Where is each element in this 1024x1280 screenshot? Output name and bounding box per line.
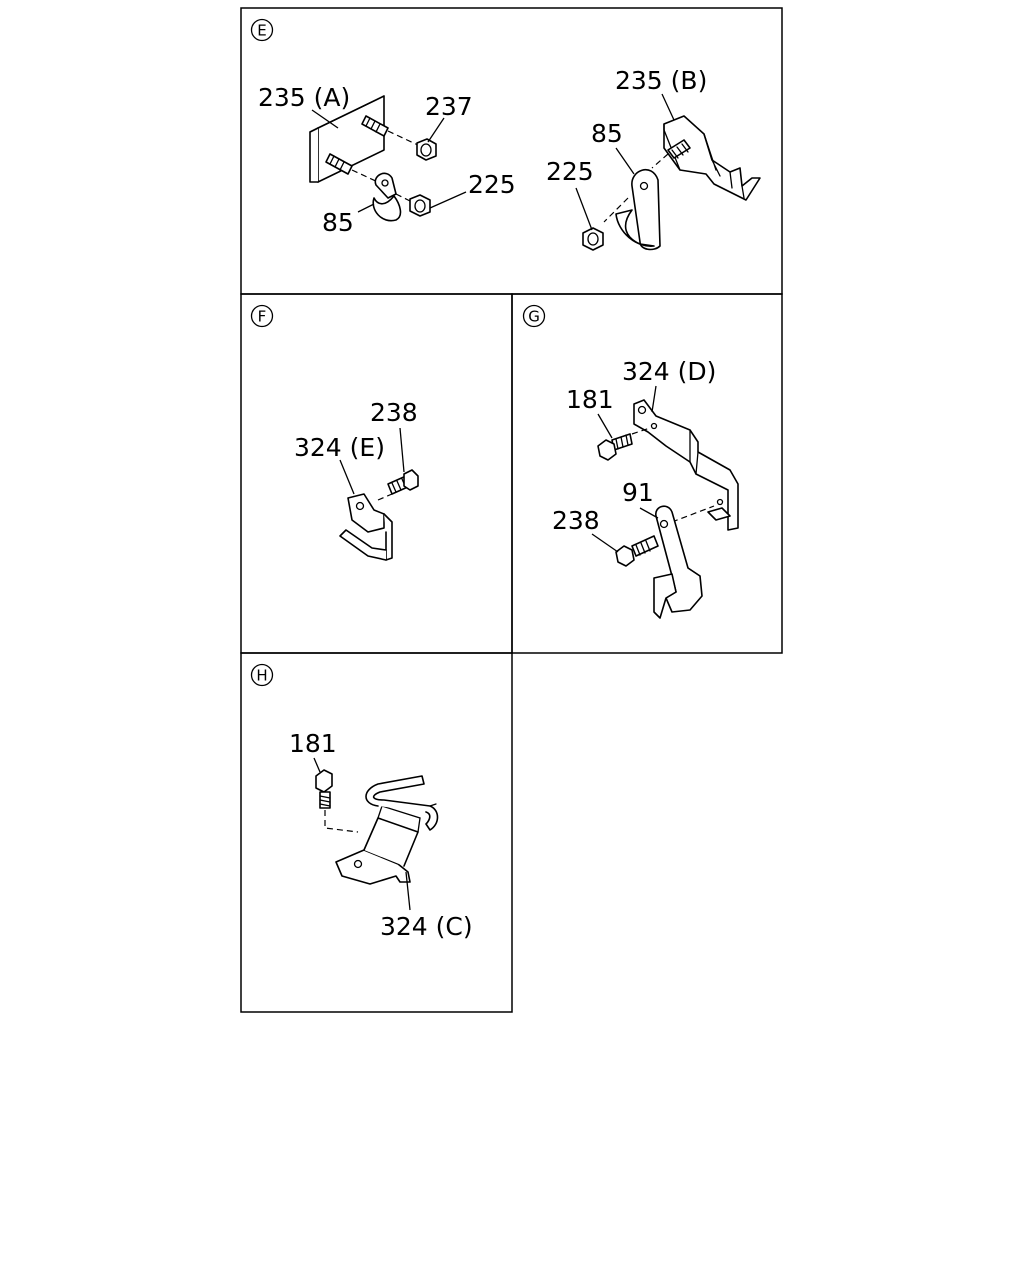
- leader-324e: [339, 459, 355, 495]
- label-235b: 235 (B): [615, 66, 707, 95]
- leader-237: [427, 117, 445, 143]
- panel-f-frame: [240, 293, 513, 654]
- section-letter-e: E: [257, 22, 266, 40]
- label-238-f: 238: [370, 398, 418, 427]
- leader-lines: [311, 93, 675, 911]
- label-324c: 324 (C): [380, 912, 473, 941]
- part-labels: 235 (A) 237 225 85 235 (B) 85 225 238 32…: [258, 66, 716, 941]
- section-marker-h: H: [250, 663, 274, 687]
- label-237: 237: [425, 92, 473, 121]
- leader-324c: [405, 871, 411, 911]
- leader-85-right: [615, 147, 635, 175]
- leader-235b: [661, 93, 675, 121]
- section-letter-f: F: [258, 308, 267, 326]
- section-marker-f: F: [250, 304, 274, 328]
- bolt-85-right-stud-drawing: [651, 139, 691, 169]
- label-235a: 235 (A): [258, 83, 350, 112]
- clip-85-left-drawing: [372, 172, 411, 222]
- label-85-left: 85: [322, 208, 354, 237]
- label-225-right: 225: [546, 157, 594, 186]
- bolt-181-h-drawing: [315, 769, 359, 833]
- panel-g-frame: [511, 293, 783, 654]
- label-324d: 324 (D): [622, 357, 716, 386]
- nut-225-left-drawing: [409, 194, 431, 217]
- leader-181-g: [597, 413, 613, 439]
- stud-upper-drawing: [361, 115, 421, 147]
- label-181-h: 181: [289, 729, 337, 758]
- leader-238-f: [399, 427, 405, 473]
- section-marker-g: G: [522, 304, 546, 328]
- leader-225-left: [429, 191, 467, 209]
- section-letter-g: G: [528, 308, 540, 326]
- section-marker-e: E: [250, 18, 274, 42]
- leader-181-h: [313, 757, 321, 773]
- leader-238-g: [591, 533, 619, 553]
- nut-225-right-drawing: [582, 227, 604, 251]
- bolt-238-f-drawing: [387, 469, 419, 495]
- section-letter-h: H: [256, 667, 267, 685]
- panel-frames: [240, 7, 783, 1013]
- panel-h-frame: [240, 652, 513, 1013]
- bracket-324c-drawing: [335, 775, 439, 885]
- label-225-left: 225: [468, 170, 516, 199]
- label-238-g: 238: [552, 506, 600, 535]
- leader-91: [639, 507, 659, 519]
- bolt-181-g-drawing: [597, 433, 633, 461]
- bracket-235b-drawing: [663, 115, 761, 201]
- nut-237-drawing: [416, 138, 437, 161]
- leader-324d: [651, 385, 657, 413]
- label-91: 91: [622, 478, 654, 507]
- leader-235a: [311, 109, 339, 129]
- clip-85-right-drawing: [603, 168, 661, 251]
- bracket-324e-drawing: [339, 493, 393, 561]
- stud-lower-drawing: [325, 153, 381, 184]
- leader-225-right: [575, 187, 593, 231]
- clip-91-drawing: [653, 505, 703, 619]
- label-181-g: 181: [566, 385, 614, 414]
- label-324e: 324 (E): [294, 433, 385, 462]
- bracket-324d-drawing: [631, 399, 739, 531]
- label-85-right: 85: [591, 119, 623, 148]
- leader-85-left: [357, 203, 375, 213]
- bolt-238-g-drawing: [615, 535, 659, 567]
